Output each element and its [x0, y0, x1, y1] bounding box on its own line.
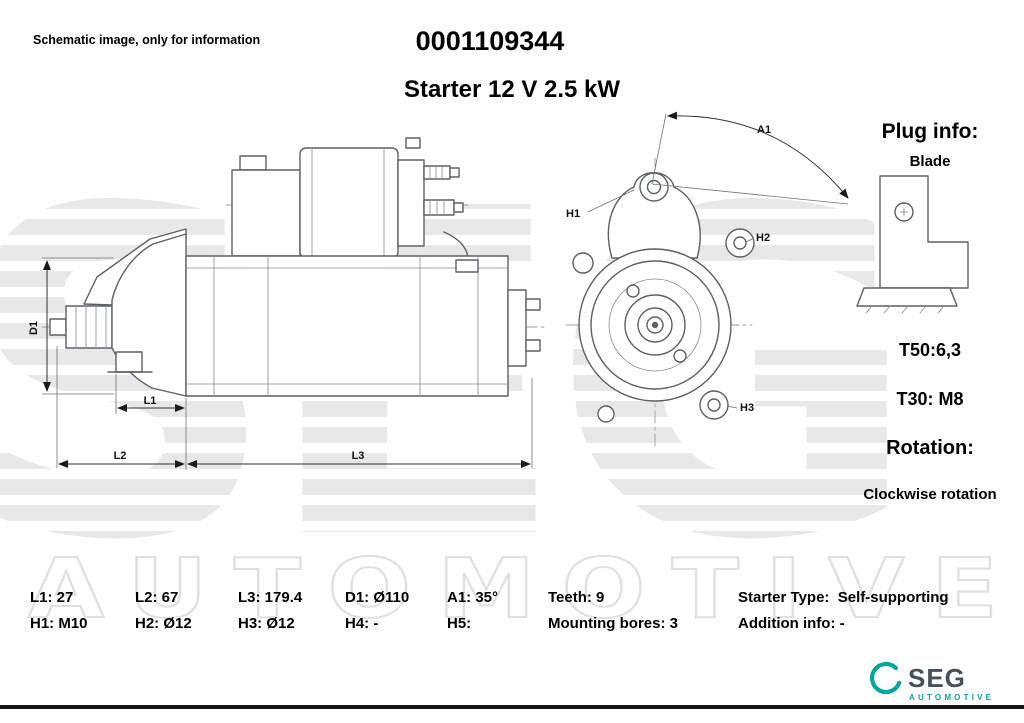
- dimension-h3: H3: [726, 402, 754, 414]
- dimension-label-h3: H3: [740, 402, 754, 414]
- solenoid-cap: [397, 159, 425, 247]
- plug-type-value: Blade: [909, 153, 951, 170]
- dimension-a1: A1: [651, 111, 849, 205]
- seg-logo: SEG AUTOMOTIVE: [866, 658, 1016, 711]
- dimension-annotations: D1 L1 L2 L3 H1: [28, 111, 849, 470]
- mounting-foot: [115, 351, 143, 373]
- spec-mounting-bores: Mounting bores: 3: [548, 615, 678, 632]
- dimension-h1: H1: [566, 189, 635, 220]
- spec-addition-info: Addition info: -: [738, 615, 845, 632]
- solenoid-body: [299, 147, 399, 259]
- solenoid-bracket: [231, 169, 301, 257]
- motor-body: [185, 255, 509, 397]
- terminal-stud-upper: [423, 165, 451, 180]
- spec-starter-type: Starter Type: Self-supporting: [738, 589, 949, 606]
- dimension-l1: L1: [115, 374, 187, 470]
- side-view-drawing: [41, 137, 549, 397]
- dimension-h2: H2: [745, 232, 770, 244]
- blade-terminal-base: [856, 287, 958, 307]
- spec-l3: L3: 179.4: [238, 589, 303, 606]
- spec-h4: H4: -: [345, 615, 379, 632]
- t50-spec: T50:6,3: [898, 340, 962, 360]
- plug-info-heading: Plug info:: [881, 120, 979, 143]
- bottom-divider: [0, 705, 1024, 709]
- dimension-l2: L2: [56, 346, 185, 468]
- spec-l1: L1: 27: [30, 589, 74, 606]
- end-plate: [507, 289, 527, 367]
- pinion-gear: [65, 305, 113, 349]
- spec-teeth: Teeth: 9: [548, 589, 605, 606]
- spec-h3: H3: Ø12: [238, 615, 295, 632]
- front-view-drawing: [565, 157, 755, 451]
- flange-lug-bottom: [597, 405, 615, 423]
- terminal-stud-lower: [423, 199, 455, 216]
- spec-h2: H2: Ø12: [135, 615, 192, 632]
- disclaimer-text: Schematic image, only for information: [33, 33, 261, 47]
- solenoid-step: [239, 155, 267, 171]
- through-bolt-upper: [525, 298, 541, 311]
- logo-brand-text: SEG: [908, 663, 966, 693]
- flange-lug-left: [572, 252, 594, 274]
- dimension-label-l1: L1: [144, 395, 157, 407]
- dimension-label-h2: H2: [756, 232, 770, 244]
- body-terminal: [455, 259, 479, 273]
- blade-connector-drawing: [856, 175, 969, 314]
- dimension-d1: D1: [28, 257, 114, 395]
- watermark-automotive: AUTOMOTIVE: [27, 541, 1024, 638]
- dimension-label-l2: L2: [114, 450, 127, 462]
- t30-spec: T30: M8: [896, 389, 964, 409]
- spec-l2: L2: 67: [135, 589, 179, 606]
- spec-a1: A1: 35°: [447, 589, 499, 606]
- blade-terminal-body: [879, 175, 969, 289]
- dimension-label-d1: D1: [28, 321, 40, 335]
- dimension-label-a1: A1: [757, 124, 771, 136]
- logo-sub-text: AUTOMOTIVE: [909, 693, 994, 702]
- rotation-heading: Rotation:: [886, 437, 974, 459]
- spec-h5: H5:: [447, 615, 472, 632]
- dimension-label-l3: L3: [352, 450, 365, 462]
- rotation-value: Clockwise rotation: [863, 486, 997, 503]
- through-bolt-lower: [525, 339, 541, 352]
- spec-h1: H1: M10: [30, 615, 88, 632]
- product-title: Starter 12 V 2.5 kW: [403, 76, 621, 103]
- part-number: 0001109344: [415, 26, 565, 56]
- face-bolt-2: [673, 349, 687, 363]
- shaft-tip: [49, 318, 67, 336]
- face-bolt-1: [626, 284, 640, 298]
- logo-circle-icon: [869, 661, 902, 695]
- solenoid-top-stud: [405, 137, 421, 149]
- dimension-l3: L3: [187, 378, 533, 468]
- spec-d1: D1: Ø110: [345, 589, 410, 606]
- dimension-label-h1: H1: [566, 208, 580, 220]
